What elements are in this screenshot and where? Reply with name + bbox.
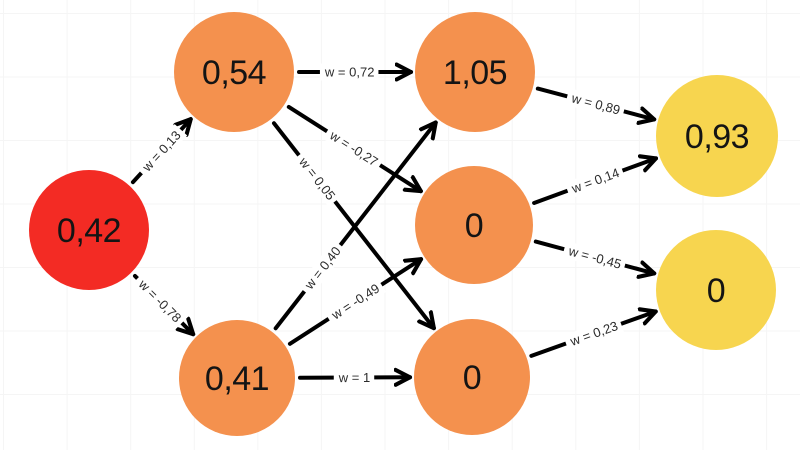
edge-weight-label-bg [135, 124, 188, 179]
edge-weight-group: w = 1 [333, 368, 375, 387]
edge-hidden1-2-to-hidden2-1 [273, 123, 436, 331]
edge-weight-label-bg [319, 63, 379, 81]
edge-weight-label-bg [565, 88, 626, 120]
edge-weight-label: w = -0,27 [326, 127, 380, 169]
edge-weight-label: w = 0,40 [301, 244, 344, 293]
edge-weight-label: w = 0,89 [569, 90, 622, 117]
neuron-value: 0,93 [685, 118, 749, 156]
edge-weight-label: w = -0,49 [328, 281, 382, 323]
edge-weight-group: w = -0,45 [561, 241, 628, 274]
node-hidden2-2: 0 [415, 166, 533, 284]
neuron-value: 0,42 [57, 212, 121, 250]
node-hidden1-1: 0,54 [174, 12, 294, 132]
edge-weight-label-bg [322, 124, 385, 173]
edge-weight-label-bg [297, 239, 348, 297]
edge-weight-group: w = 0,13 [135, 124, 188, 179]
node-hidden2-3: 0 [414, 319, 530, 435]
edge-weight-label: w = 0,13 [139, 128, 184, 175]
edge-weight-label: w = 0,14 [569, 165, 622, 196]
neuron-circle [174, 12, 294, 132]
node-hidden1-2: 0,41 [179, 320, 295, 436]
node-output-1: 0,93 [656, 75, 778, 197]
edge-weight-label: w = 0,23 [567, 318, 620, 349]
neuron-circle [415, 12, 535, 132]
edge-weight-label-bg [324, 277, 387, 326]
neuron-value: 0,41 [205, 360, 269, 398]
edge-weight-label: w = 0,72 [324, 65, 375, 80]
edge-weight-label: w = 0,05 [296, 154, 339, 203]
edge-weight-group: w = 0,40 [297, 239, 348, 297]
neuron-circle [656, 75, 778, 197]
edge-weight-label: w = -0,45 [566, 243, 623, 272]
neuron-circle [415, 166, 533, 284]
edge-weight-label-bg [564, 162, 626, 199]
neuron-value: 1,05 [443, 54, 507, 92]
edge-weight-label-bg [333, 368, 375, 387]
edge-weight-label: w = -0,78 [135, 276, 184, 325]
nodes-layer: 0,42 0,54 0,41 1,05 0 0 0,93 0 [29, 12, 778, 436]
edge-weight-group: w = 0,72 [319, 63, 379, 81]
edge-weight-label: w = 1 [338, 370, 371, 385]
node-input-1: 0,42 [29, 170, 149, 290]
neuron-circle [29, 170, 149, 290]
edge-weight-group: w = -0,49 [324, 277, 387, 326]
edge-weight-label-bg [561, 241, 628, 274]
edge-weight-group: w = 0,23 [563, 315, 624, 352]
edge-weight-label-bg [131, 272, 188, 329]
neuron-value: 0 [465, 207, 483, 245]
edge-weight-group: w = -0,78 [131, 272, 188, 329]
neuron-circle [179, 320, 295, 436]
edge-weight-group: w = 0,14 [564, 162, 626, 199]
neuron-circle [656, 230, 776, 350]
neuron-value: 0 [707, 272, 725, 310]
edge-weight-group: w = 0,05 [292, 150, 342, 207]
neuron-value: 0,54 [202, 54, 266, 92]
edge-weight-label-bg [563, 315, 624, 352]
edge-weight-group: w = 0,89 [565, 88, 626, 120]
neuron-value: 0 [463, 359, 481, 397]
neuron-circle [414, 319, 530, 435]
node-hidden2-1: 1,05 [415, 12, 535, 132]
node-output-2: 0 [656, 230, 776, 350]
edge-weight-group: w = -0,27 [322, 124, 385, 173]
edge-weight-label-bg [292, 150, 342, 207]
